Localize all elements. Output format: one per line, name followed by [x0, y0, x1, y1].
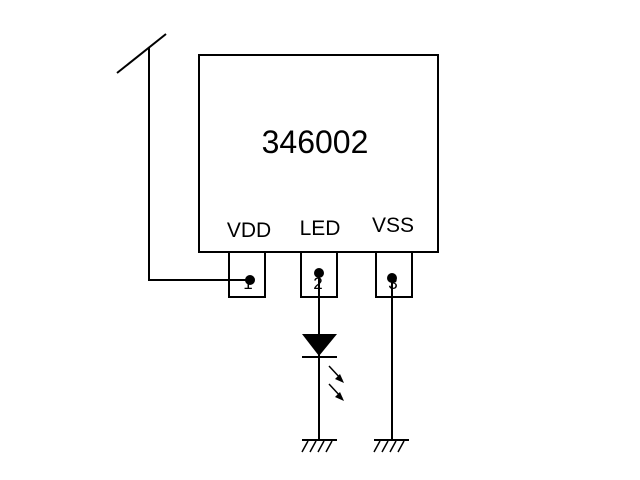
chip-body	[198, 54, 439, 253]
antenna-slash	[116, 33, 167, 74]
led-light-arrows	[328, 365, 344, 401]
pin-box-1	[228, 251, 266, 298]
ground-symbol-vss	[373, 439, 409, 453]
pin-label-vdd: VDD	[227, 219, 271, 242]
chip-part-number: 346002	[262, 124, 369, 160]
led-diode-triangle	[302, 334, 337, 356]
ground-symbol-led	[301, 439, 337, 453]
pin-label-vss: VSS	[372, 214, 414, 237]
vdd-wire	[148, 48, 250, 281]
pin-label-led: LED	[300, 217, 341, 240]
